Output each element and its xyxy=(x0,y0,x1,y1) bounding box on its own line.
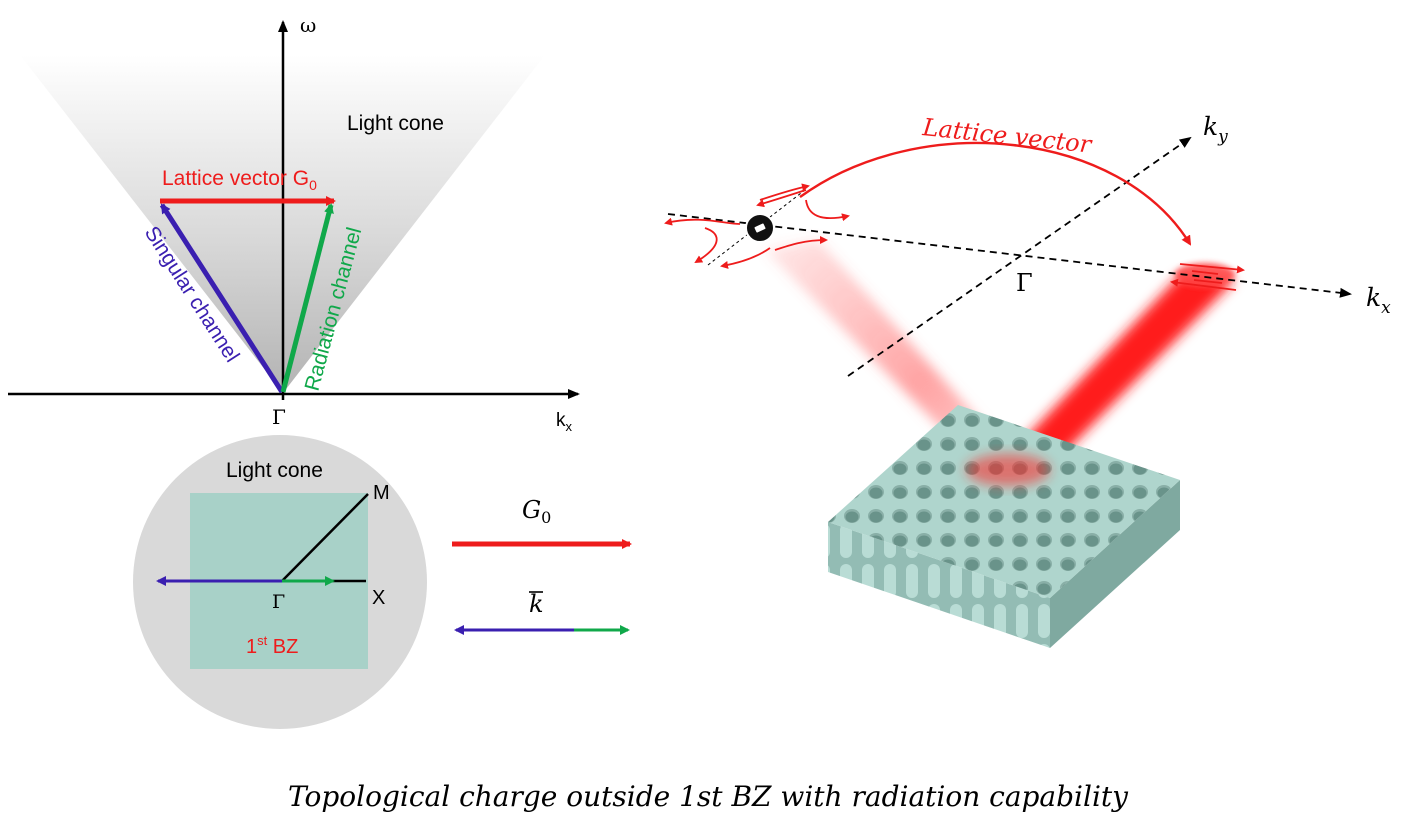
topological-charge: - xyxy=(745,213,775,243)
lattice-vector-arc-label: Lattice vector xyxy=(920,113,1094,159)
slab-top-shade xyxy=(828,405,1180,598)
spot-tick-2 xyxy=(1193,279,1223,284)
ky-axis xyxy=(847,136,1192,377)
radiation-spot xyxy=(1175,263,1235,287)
radiation-beam xyxy=(995,275,1235,488)
slab-top-face xyxy=(828,405,1180,598)
charge-minus-sign xyxy=(754,223,766,233)
radiation-spot-arrows xyxy=(1170,263,1245,291)
vortex-arrow-bottom-right xyxy=(774,236,828,251)
beam-impact-glow xyxy=(966,454,1050,486)
singular-channel-arrow xyxy=(159,203,285,394)
kx-axis-3d xyxy=(667,213,1352,298)
spot-tick-1 xyxy=(1191,270,1219,275)
omega-axis-label: ω xyxy=(300,13,316,37)
kbar-legend-label: k xyxy=(529,590,544,618)
kx-axis-label: kx xyxy=(556,410,573,434)
vortex-arrow-top-left-2 xyxy=(756,189,807,208)
first-bz-label: 1st BZ xyxy=(246,633,298,658)
bz-light-cone-label: Light cone xyxy=(226,459,323,482)
slab-right-face xyxy=(1050,480,1180,648)
gamma-to-m-line xyxy=(281,493,369,582)
x-point-label: X xyxy=(372,587,385,609)
vortex-arrow-bottom-left xyxy=(720,247,771,269)
vector-legend: G0 k xyxy=(452,496,632,635)
polarization-field-arrows xyxy=(664,183,850,269)
g0-legend-label: G0 xyxy=(522,496,551,527)
m-point-label: M xyxy=(373,482,390,504)
momentum-space-diagram: ky kx Γ Lattice vector - xyxy=(664,112,1391,648)
light-cone-label: Light cone xyxy=(347,112,444,135)
photonic-crystal-slab xyxy=(828,405,1180,648)
bz-gamma-label: Γ xyxy=(272,591,285,613)
brillouin-zone-diagram: Light cone M X Γ 1st BZ xyxy=(133,435,427,729)
lattice-vector-label: Lattice vector G0 xyxy=(162,167,317,193)
spot-arrow-lower xyxy=(1170,278,1237,291)
lattice-vector-arc xyxy=(799,141,1192,246)
vortex-arrow-top-right xyxy=(805,199,850,222)
radiation-channel-arrow xyxy=(280,203,334,393)
momentum-gamma-label: Γ xyxy=(1016,269,1033,297)
vortex-arrow-left xyxy=(664,217,741,226)
ky-axis-label: ky xyxy=(1203,112,1228,147)
figure-caption: Topological charge outside 1st BZ with r… xyxy=(288,780,1129,813)
gamma-point-label: Γ xyxy=(272,405,286,429)
vortex-arrow-top-left xyxy=(759,183,810,201)
vortex-arrow-left-low xyxy=(694,227,718,264)
spot-arrow-upper xyxy=(1179,263,1245,274)
slab-front-face xyxy=(828,522,1050,648)
dispersion-diagram: ω kx Γ Light cone Lattice vector G0 Sing… xyxy=(8,13,580,434)
kx-axis-3d-label: kx xyxy=(1366,283,1391,318)
